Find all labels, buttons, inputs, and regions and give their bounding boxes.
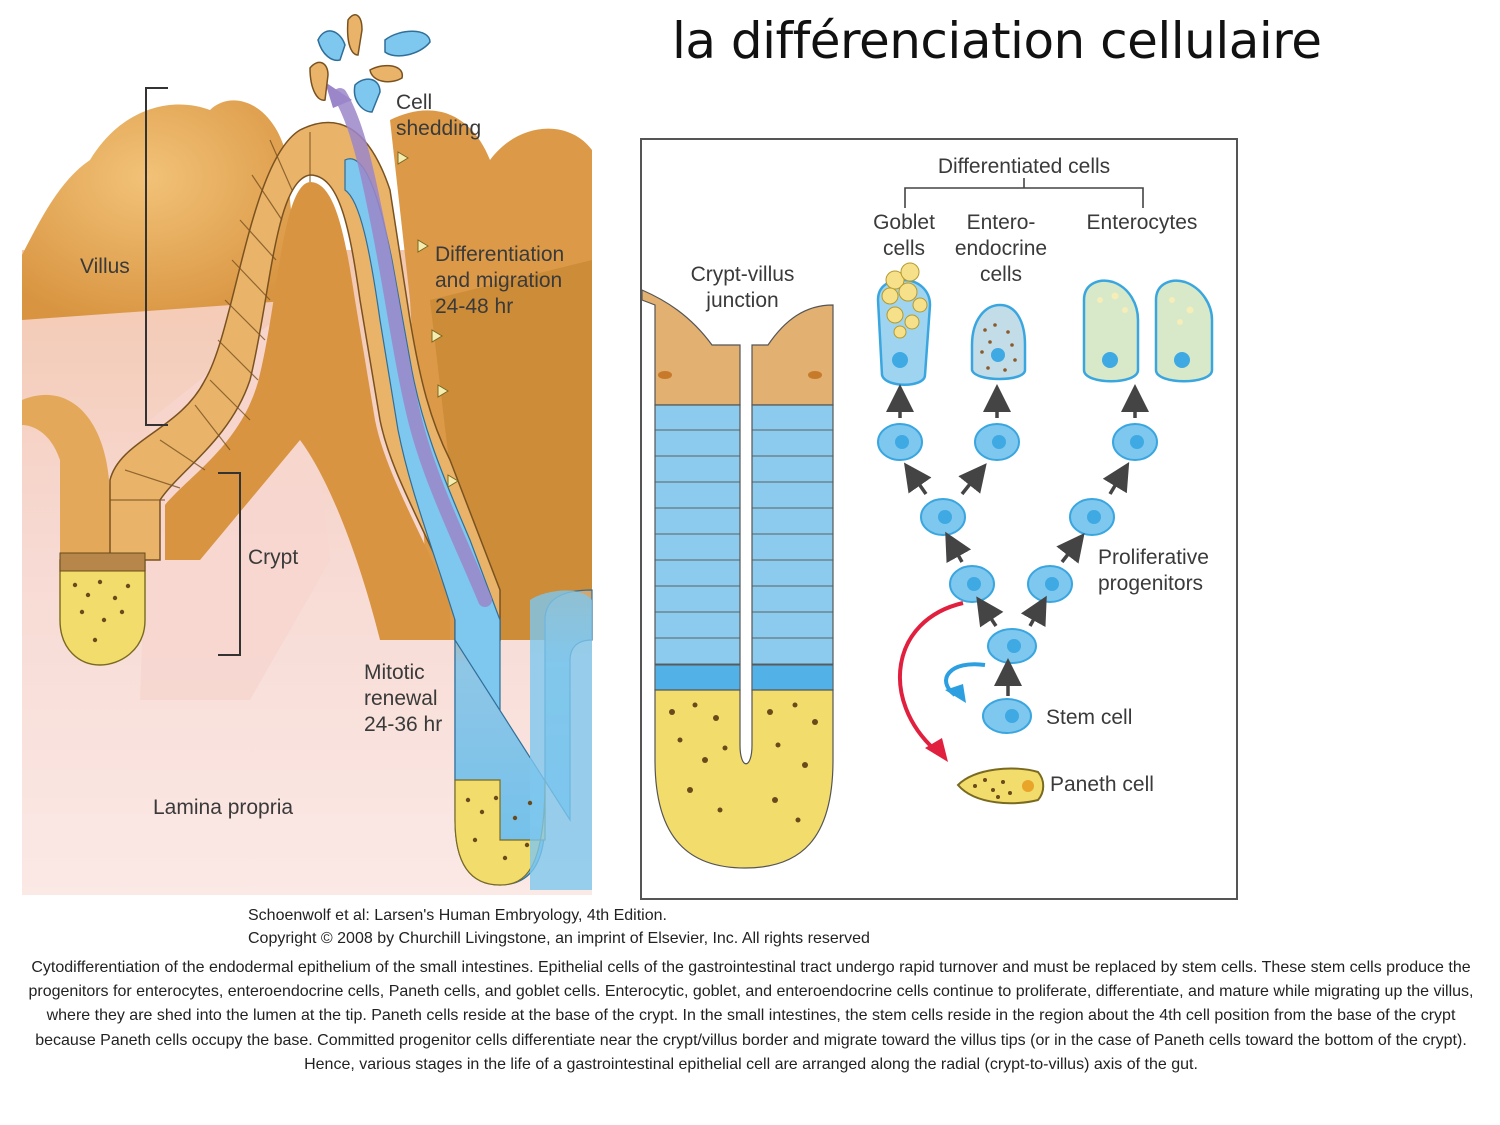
goblet-cells-label: Goblet cells: [873, 211, 935, 260]
villus-cell-boundary: [194, 404, 231, 451]
goblet-markers: [397, 151, 459, 488]
proliferative-progenitors-label: Proliferative progenitors: [1098, 546, 1209, 595]
migration-arrow: [333, 88, 492, 607]
villus-cell-boundary: [251, 174, 283, 221]
differentiation-migration-label: Differentiation and migration 24-48 hr: [435, 243, 565, 318]
stem-cell-label: Stem cell: [1046, 706, 1133, 729]
differentiated-bracket: [904, 178, 1144, 208]
progenitor-cells: [877, 423, 1158, 664]
paneth-cell-label: Paneth cell: [1050, 773, 1154, 796]
paneth-lineage-arrow: [897, 601, 964, 752]
enteroendocrine-cell: [970, 303, 1027, 381]
left-lower-wall: [22, 394, 110, 560]
villus-cell-boundary: [217, 339, 259, 381]
left-crypt-granules: [72, 579, 131, 643]
villus-cell-boundary: [159, 439, 206, 471]
enteroendocrine-cells-label: Entero- endocrine cells: [954, 211, 1048, 286]
slide-title: la différenciation cellulaire: [672, 12, 1322, 70]
left-crypt: [59, 559, 146, 666]
lamina-propria-label: Lamina propria: [153, 796, 294, 819]
paneth-cell: [956, 767, 1045, 805]
villus-cell-boundary: [269, 139, 293, 191]
cell-shedding-label: Cell shedding: [396, 91, 482, 140]
villus-cell-boundary: [224, 299, 266, 341]
villus-bracket: [145, 87, 168, 426]
right-crypt-granules: [465, 795, 533, 861]
paneth-arrowhead: [925, 738, 948, 762]
villus-cell-boundary: [239, 219, 277, 261]
source-credits: Schoenwolf et al: Larsen's Human Embryol…: [248, 904, 870, 950]
goblet-cell: [876, 262, 932, 386]
differentiated-cells-label: Differentiated cells: [937, 155, 1111, 178]
shedding-cells: [309, 14, 431, 113]
villus-label: Villus: [80, 255, 130, 278]
villus-core: [165, 182, 450, 640]
migration-arrowhead: [325, 82, 352, 108]
background-villi: [22, 100, 300, 320]
left-crypt-transition: [59, 552, 146, 572]
crypt-villus-junction-label: Crypt-villus junction: [690, 263, 795, 312]
right-lineage-diagram: [640, 138, 1238, 900]
crypt-label: Crypt: [248, 546, 299, 569]
crypt-tube: [641, 289, 834, 869]
crypt-bracket: [218, 472, 241, 656]
left-intestine-diagram: [22, 14, 593, 895]
villus-cell-boundary: [124, 469, 181, 489]
stem-cell: [982, 698, 1032, 734]
right-crypt-wall-2: [530, 590, 592, 890]
credits-line-2: Copyright © 2008 by Churchill Livingston…: [248, 930, 870, 947]
enterocytes-label: Enterocytes: [1086, 211, 1198, 234]
credits-line-1: Schoenwolf et al: Larsen's Human Embryol…: [248, 907, 667, 924]
enterocyte-cells: [1082, 279, 1214, 383]
mitotic-renewal-label: Mitotic renewal 24-36 hr: [364, 661, 443, 736]
villus-cell-striations: [110, 132, 311, 501]
lineage-arrows: [886, 384, 1149, 696]
self-renewal-arrowhead: [945, 684, 966, 703]
figure-caption: Cytodifferentiation of the endodermal ep…: [28, 959, 1474, 1073]
villus-cell-boundary: [231, 259, 271, 301]
villus-cell-boundary: [209, 379, 251, 421]
